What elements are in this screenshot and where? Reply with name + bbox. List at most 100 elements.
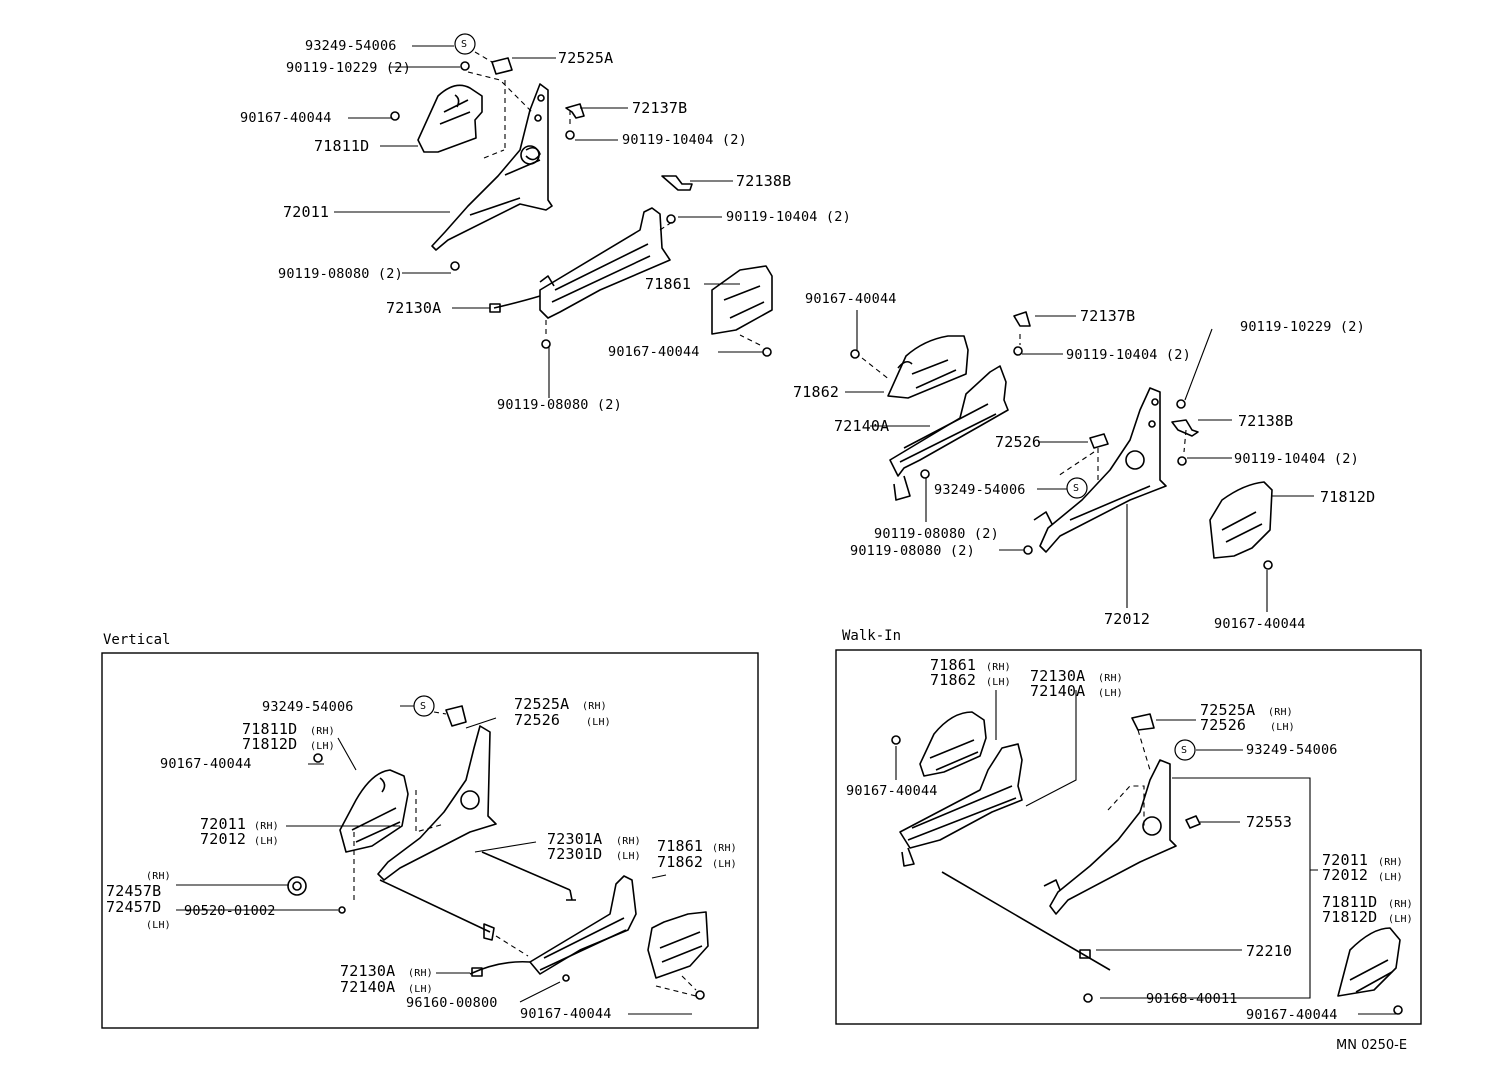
v-label-screw: 93249-54006 bbox=[262, 699, 354, 715]
seat-track-72130a bbox=[539, 207, 671, 319]
label-90167-40044: 90167-40044 bbox=[240, 110, 332, 126]
s-mark-circle bbox=[454, 33, 476, 55]
v-side-shield-rh: (RH) bbox=[310, 726, 335, 737]
v-label-track-lh: 72140A bbox=[340, 978, 396, 996]
label-90119-10404: 90119-10404 (2) bbox=[622, 132, 747, 148]
v-label-cover-rh: 72525A bbox=[514, 695, 570, 713]
w-side-track-shield-rh: (RH) bbox=[986, 662, 1011, 673]
seat-track-72140a bbox=[889, 365, 1009, 477]
v-label-shield-rh: 71811D bbox=[242, 720, 298, 738]
v-side-track-shield-rh: (RH) bbox=[712, 843, 737, 854]
cover-72526 bbox=[1089, 433, 1109, 449]
seat-adjuster-72011 bbox=[431, 83, 553, 251]
label-72138b: 72138B bbox=[736, 172, 792, 190]
label-72140a: 72140A bbox=[834, 417, 890, 435]
w-label-screw: 93249-54006 bbox=[1246, 742, 1338, 758]
label-71812d: 71812D bbox=[1320, 488, 1376, 506]
track-shield-71861 bbox=[711, 265, 773, 335]
walkin-frame bbox=[835, 649, 1422, 1025]
seat-adjuster-72012 bbox=[1039, 387, 1167, 553]
label-90119-10229: 90119-10229 (2) bbox=[286, 60, 411, 76]
v-side-rod-lh: (LH) bbox=[616, 851, 641, 862]
v-side-track-lh: (LH) bbox=[408, 984, 433, 995]
v-side-knob-rh: (RH) bbox=[146, 871, 171, 882]
label-90119-08080-d: 90119-08080 (2) bbox=[850, 543, 975, 559]
w-label-bolt3: 90167-40044 bbox=[1246, 1007, 1338, 1023]
v-label-rod-lh: 72301D bbox=[547, 845, 603, 863]
label-90119-10404-d: 90119-10404 (2) bbox=[1234, 451, 1359, 467]
w-label-cover-rh: 72525A bbox=[1200, 701, 1256, 719]
diagram-code: MN 0250-E bbox=[1336, 1038, 1408, 1053]
v-label-track-shield-rh: 71861 bbox=[657, 837, 704, 855]
cover-72525a bbox=[491, 57, 513, 75]
v-label-cover-lh: 72526 bbox=[514, 711, 561, 729]
w-label-shield-lh: 71812D bbox=[1322, 908, 1378, 926]
w-label-track-shield-rh: 71861 bbox=[930, 656, 977, 674]
label-72526: 72526 bbox=[995, 433, 1042, 451]
track-shield-71862 bbox=[887, 335, 969, 399]
label-90167-40044-b: 90167-40044 bbox=[608, 344, 700, 360]
s-mark-top-left: S bbox=[461, 39, 468, 50]
v-side-adj-rh: (RH) bbox=[254, 821, 279, 832]
v-label-adj-lh: 72012 bbox=[200, 830, 247, 848]
w-side-adj-lh: (LH) bbox=[1378, 872, 1403, 883]
v-label-pin: 90520-01002 bbox=[184, 903, 276, 919]
w-label-track-rh: 72130A bbox=[1030, 667, 1086, 685]
w-label-cover-lh: 72526 bbox=[1200, 716, 1247, 734]
v-side-cover-rh: (RH) bbox=[582, 701, 607, 712]
v-side-cover-lh: (LH) bbox=[586, 717, 611, 728]
label-90119-08080: 90119-08080 (2) bbox=[278, 266, 403, 282]
label-72137b-b: 72137B bbox=[1080, 307, 1136, 325]
v-side-shield-lh: (LH) bbox=[310, 741, 335, 752]
walkin-s-mark: S bbox=[1181, 745, 1188, 756]
label-90167-40044-c: 90167-40044 bbox=[805, 291, 897, 307]
label-90119-08080-c: 90119-08080 (2) bbox=[874, 526, 999, 542]
w-side-shield-rh: (RH) bbox=[1388, 899, 1413, 910]
label-90119-10404-b: 90119-10404 (2) bbox=[726, 209, 851, 225]
v-side-adj-lh: (LH) bbox=[254, 836, 279, 847]
v-label-shield-lh: 71812D bbox=[242, 735, 298, 753]
label-90119-08080-b: 90119-08080 (2) bbox=[497, 397, 622, 413]
label-72138b-b: 72138B bbox=[1238, 412, 1294, 430]
w-side-adj-rh: (RH) bbox=[1378, 857, 1403, 868]
v-side-rod-rh: (RH) bbox=[616, 836, 641, 847]
label-72011: 72011 bbox=[283, 203, 330, 221]
w-side-track-shield-lh: (LH) bbox=[986, 677, 1011, 688]
label-72130a: 72130A bbox=[386, 299, 442, 317]
v-label-rod-rh: 72301A bbox=[547, 830, 603, 848]
w-label-adj-lh: 72012 bbox=[1322, 866, 1369, 884]
vertical-title: Vertical bbox=[103, 632, 171, 648]
vertical-frame bbox=[101, 652, 759, 1029]
v-side-track-rh: (RH) bbox=[408, 968, 433, 979]
v-label-knob-lh: 72457D bbox=[106, 898, 162, 916]
label-71811d: 71811D bbox=[314, 137, 370, 155]
label-90119-10404-c: 90119-10404 (2) bbox=[1066, 347, 1191, 363]
walkin-title: Walk-In bbox=[842, 628, 902, 644]
w-label-track-shield-lh: 71862 bbox=[930, 671, 977, 689]
v-side-track-shield-lh: (LH) bbox=[712, 859, 737, 870]
s-mark-top-right: S bbox=[1073, 483, 1080, 494]
v-label-knob-rh: 72457B bbox=[106, 882, 162, 900]
seat-shield-71812d bbox=[1209, 481, 1273, 559]
label-90119-10229-b: 90119-10229 (2) bbox=[1240, 319, 1365, 335]
v-label-bolt2: 90167-40044 bbox=[520, 1006, 612, 1022]
v-label-ring: 96160-00800 bbox=[406, 995, 498, 1011]
vertical-s-mark: S bbox=[420, 701, 427, 712]
label-72525a: 72525A bbox=[558, 49, 614, 67]
v-label-track-rh: 72130A bbox=[340, 962, 396, 980]
seat-shield-71811d bbox=[417, 84, 483, 153]
label-93249-54006-b: 93249-54006 bbox=[934, 482, 1026, 498]
w-side-shield-lh: (LH) bbox=[1388, 914, 1413, 925]
v-label-adj-rh: 72011 bbox=[200, 815, 247, 833]
w-label-adj-rh: 72011 bbox=[1322, 851, 1369, 869]
label-71861: 71861 bbox=[645, 275, 692, 293]
w-side-track-lh: (LH) bbox=[1098, 688, 1123, 699]
w-label-bolt1: 90167-40044 bbox=[846, 783, 938, 799]
w-side-track-rh: (RH) bbox=[1098, 673, 1123, 684]
w-side-cover-lh: (LH) bbox=[1270, 722, 1295, 733]
v-label-track-shield-lh: 71862 bbox=[657, 853, 704, 871]
w-label-bolt2: 90168-40011 bbox=[1146, 991, 1238, 1007]
label-72137b: 72137B bbox=[632, 99, 688, 117]
